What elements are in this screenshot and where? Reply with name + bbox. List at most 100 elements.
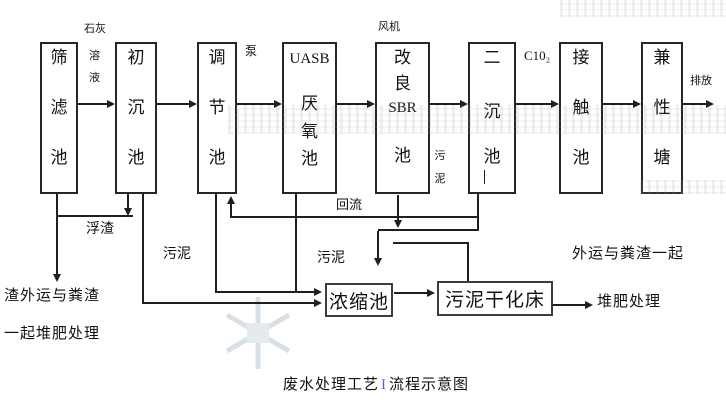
watermark-band: [560, 0, 726, 17]
sludge-line-sbr: [397, 195, 399, 221]
scum-line: [57, 215, 133, 217]
box-text: 池: [483, 147, 501, 167]
box-text: 氧: [301, 122, 318, 142]
arrowhead: [314, 288, 322, 296]
arrowhead: [189, 100, 197, 108]
arrowhead: [394, 220, 402, 228]
sludge-line-primary: [143, 302, 315, 304]
title-text: 废水处理工艺: [283, 375, 380, 393]
box-text: 调: [208, 48, 226, 68]
flow-line: [337, 103, 368, 105]
box-regulating-pool: 调 节 池: [197, 42, 237, 194]
thickener-to-dryingbed-line: [394, 292, 427, 294]
reflux-line: [230, 204, 232, 218]
reflux-label: 回流: [336, 198, 363, 213]
residue-note: 渣外运与粪渣: [4, 286, 101, 304]
tick-mark: [484, 170, 485, 184]
box-text: 池: [50, 148, 68, 168]
box-text: 污泥干化床: [444, 289, 545, 311]
lime-solution-label: 溶: [89, 49, 100, 62]
box-text: 沉: [483, 102, 501, 122]
box-uasb-anaerobic-pool: UASB 厌 氧 池: [282, 42, 337, 194]
flow-line: [157, 103, 190, 105]
arrowhead: [124, 208, 132, 216]
box-facultative-pond: 兼 性 塘: [641, 42, 683, 194]
lime-solution-label: 液: [89, 71, 100, 84]
sludge-collector-line: [378, 229, 479, 231]
drying-bed-feed-line: [467, 242, 469, 282]
discharge-label: 排放: [690, 74, 712, 87]
box-thickener-pool: 浓缩池: [325, 283, 393, 317]
box-text: 性: [653, 98, 671, 118]
arrowhead: [585, 301, 593, 309]
arrowhead: [551, 100, 559, 108]
sludge-label: 污泥: [163, 246, 191, 262]
sludge-line-primary: [142, 194, 144, 304]
transport-note: 外运与粪渣一起: [572, 244, 685, 262]
sludge-label: 污泥: [317, 250, 345, 266]
scum-label: 浮渣: [86, 221, 114, 237]
box-text: 兼: [653, 48, 671, 68]
box-text: 滤: [50, 98, 68, 118]
sludge-vertical-label: 污泥: [434, 149, 446, 186]
arrowhead: [227, 196, 235, 204]
arrowhead: [427, 289, 435, 297]
box-text: 改: [394, 48, 411, 68]
box-text: 池: [572, 148, 590, 168]
clo2-label: C10₂: [524, 48, 551, 63]
lime-solution-label: 石灰: [84, 22, 106, 35]
box-text: SBR: [388, 100, 417, 116]
compost-note: 堆肥处理: [597, 292, 662, 310]
arrowhead: [314, 299, 322, 307]
sludge-line-uasb: [295, 194, 297, 293]
residue-note: 一起堆肥处理: [4, 324, 101, 342]
box-text: 节: [208, 98, 226, 118]
drying-bed-feed-line: [393, 242, 469, 244]
flow-line-discharge: [683, 103, 707, 105]
dryingbed-to-compost-line: [553, 304, 585, 306]
box-text: 触: [572, 98, 590, 118]
box-text: 二: [483, 48, 501, 68]
box-text: 筛: [50, 48, 68, 68]
residue-line: [56, 194, 58, 275]
box-text: 池: [127, 148, 145, 168]
flow-line: [430, 103, 461, 105]
fan-label: 风机: [378, 20, 400, 33]
box-text: 厌: [301, 94, 318, 114]
arrowhead: [107, 100, 115, 108]
flow-line: [78, 103, 108, 105]
flow-line: [237, 103, 275, 105]
box-primary-sedimentation-pool: 初 沉 池: [115, 42, 157, 194]
box-text: 良: [394, 74, 411, 94]
flow-line: [516, 103, 552, 105]
box-text: 浓缩池: [328, 290, 389, 313]
sludge-line-regulating: [215, 194, 217, 293]
arrowhead: [374, 258, 382, 266]
box-sludge-drying-bed: 污泥干化床: [437, 281, 553, 316]
pump-label: 泵: [245, 44, 258, 58]
box-text: UASB: [289, 51, 330, 67]
sludge-line-regulating: [216, 291, 315, 293]
box-contact-pool: 接 触 池: [559, 42, 603, 194]
flow-line: [603, 103, 634, 105]
arrowhead: [53, 274, 61, 282]
reflux-line: [231, 216, 478, 218]
box-text: 初: [127, 48, 145, 68]
box-text: 沉: [127, 98, 145, 118]
arrowhead: [367, 100, 375, 108]
sludge-drop-line: [377, 231, 379, 259]
arrowhead: [460, 100, 468, 108]
scum-line: [127, 194, 129, 209]
sludge-line-secondary: [477, 194, 479, 231]
title-numeral: I: [381, 377, 388, 393]
box-secondary-sedimentation-pool: 二 沉 池: [468, 42, 516, 194]
title-text: 流程示意图: [389, 375, 470, 393]
box-text: 池: [208, 148, 226, 168]
box-screen-filter-pool: 筛 滤 池: [40, 42, 78, 194]
box-text: 塘: [653, 148, 671, 168]
box-text: 池: [394, 146, 411, 166]
box-improved-sbr-pool: 改 良 SBR 池: [375, 42, 430, 194]
watermark-logo: [225, 297, 291, 369]
